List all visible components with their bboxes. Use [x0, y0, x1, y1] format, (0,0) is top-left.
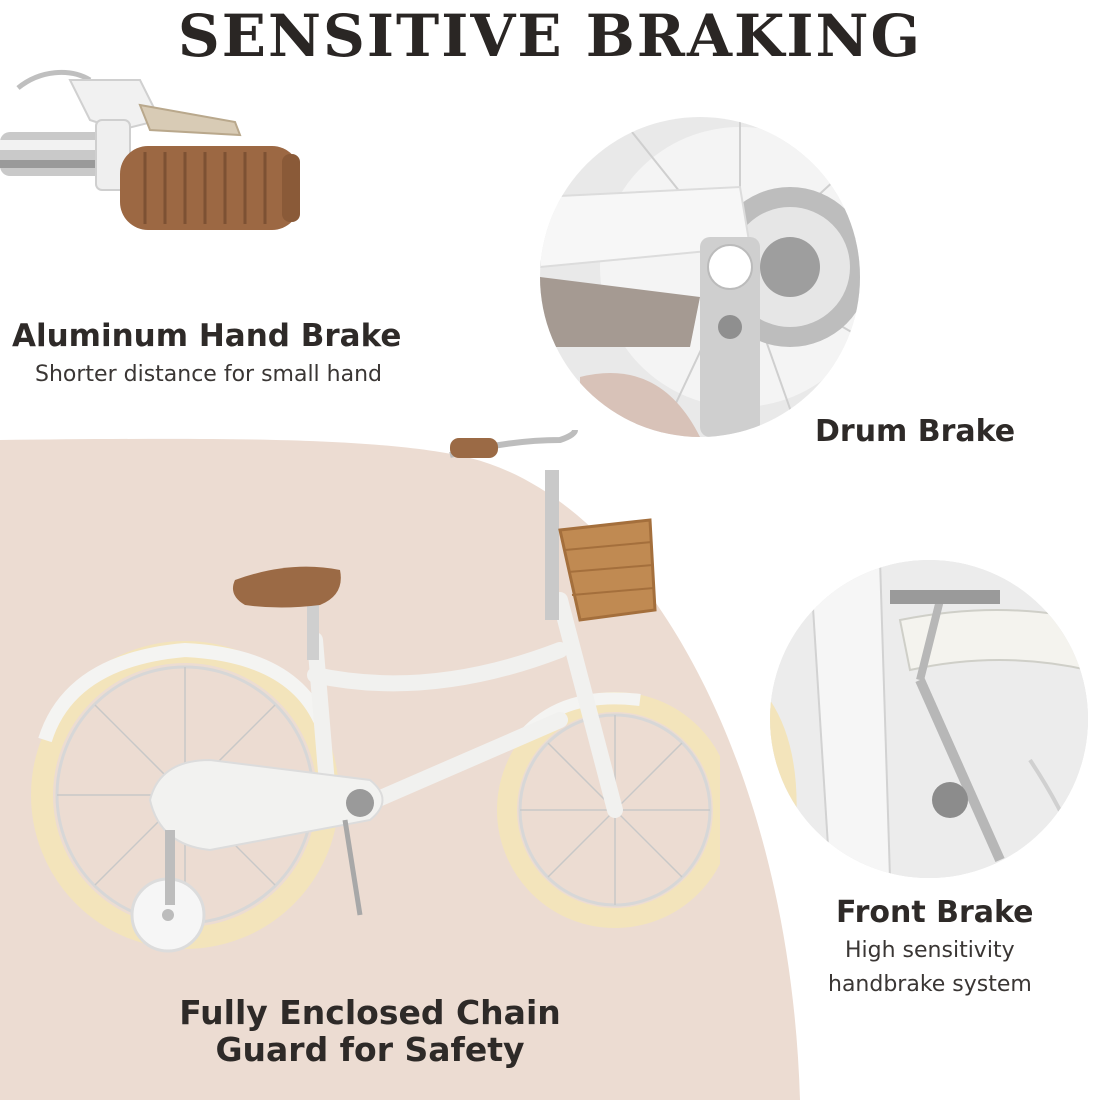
drum-brake-image [540, 117, 860, 437]
drum-brake-title: Drum Brake [815, 414, 1016, 449]
bike-image [31, 429, 720, 953]
front-brake-image [770, 560, 1088, 878]
front-brake-subtitle-line1: High sensitivity [845, 938, 1015, 963]
chain-guard-title-line1: Fully Enclosed Chain [179, 993, 561, 1032]
front-brake-subtitle-line2: handbrake system [828, 972, 1032, 997]
hand-brake-subtitle: Shorter distance for small hand [35, 362, 382, 387]
chain-guard-title-line2: Guard for Safety [215, 1030, 525, 1069]
page-title: SENSITIVE BRAKING [177, 2, 923, 70]
front-brake-title: Front Brake [836, 895, 1034, 930]
hand-brake-image [0, 69, 300, 230]
hand-brake-title: Aluminum Hand Brake [12, 318, 402, 354]
